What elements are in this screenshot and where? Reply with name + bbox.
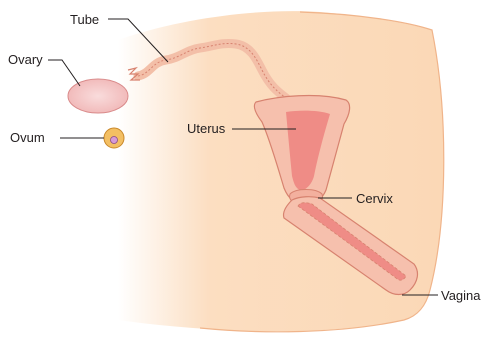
ovary-label: Ovary <box>8 52 43 67</box>
vagina-label: Vagina <box>441 288 481 303</box>
ovum-nucleus <box>111 137 118 144</box>
ovary-leader-line <box>48 60 80 86</box>
cervix-label: Cervix <box>356 191 393 206</box>
uterus-label: Uterus <box>187 121 225 136</box>
ovum-label: Ovum <box>10 130 45 145</box>
ovary <box>68 79 128 113</box>
tube-label: Tube <box>70 12 99 27</box>
